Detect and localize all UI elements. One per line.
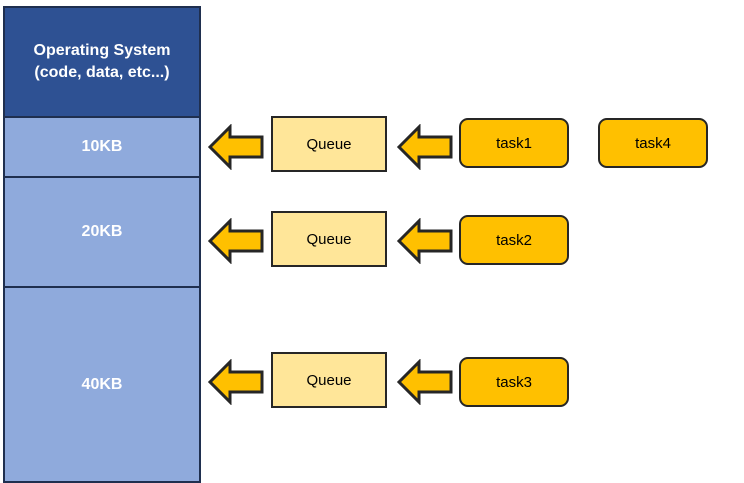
left-arrow-icon <box>208 218 264 264</box>
memory-column: Operating System (code, data, etc...) 10… <box>3 6 201 483</box>
left-arrow-icon <box>397 218 453 264</box>
queue-box: Queue <box>271 352 387 408</box>
partition-label: 10KB <box>81 138 123 155</box>
partition-10kb: 10KB <box>5 118 199 178</box>
queue-label: Queue <box>306 371 352 389</box>
queue-box: Queue <box>271 211 387 267</box>
task-box: task4 <box>598 118 708 168</box>
left-arrow-icon <box>208 359 264 405</box>
task-label: task4 <box>635 134 671 152</box>
left-arrow-icon <box>397 359 453 405</box>
task-label: task3 <box>496 373 532 391</box>
queue-label: Queue <box>306 135 352 153</box>
task-box: task3 <box>459 357 569 407</box>
queue-box: Queue <box>271 116 387 172</box>
task-box: task1 <box>459 118 569 168</box>
left-arrow-icon <box>208 124 264 170</box>
queue-label: Queue <box>306 230 352 248</box>
partition-20kb: 20KB <box>5 178 199 288</box>
left-arrow-icon <box>397 124 453 170</box>
task-label: task2 <box>496 231 532 249</box>
task-label: task1 <box>496 134 532 152</box>
os-subtitle: (code, data, etc...) <box>34 64 170 81</box>
os-title: Operating System <box>33 42 171 59</box>
operating-system-block: Operating System (code, data, etc...) <box>5 8 199 118</box>
partition-40kb: 40KB <box>5 288 199 481</box>
task-box: task2 <box>459 215 569 265</box>
partition-label: 40KB <box>81 375 123 393</box>
partition-label: 20KB <box>81 223 123 240</box>
